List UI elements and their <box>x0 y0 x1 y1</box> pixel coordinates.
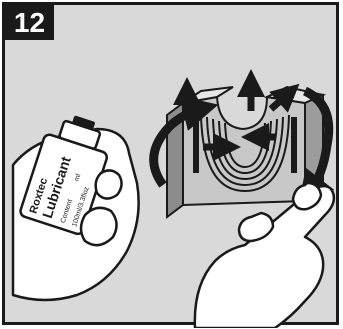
left-thumb <box>81 208 117 245</box>
instruction-panel: 12 <box>2 2 339 325</box>
left-finger <box>96 170 122 198</box>
illustration: Roxtec Lubricant Content ml 100ml/3.3flo… <box>5 5 342 328</box>
